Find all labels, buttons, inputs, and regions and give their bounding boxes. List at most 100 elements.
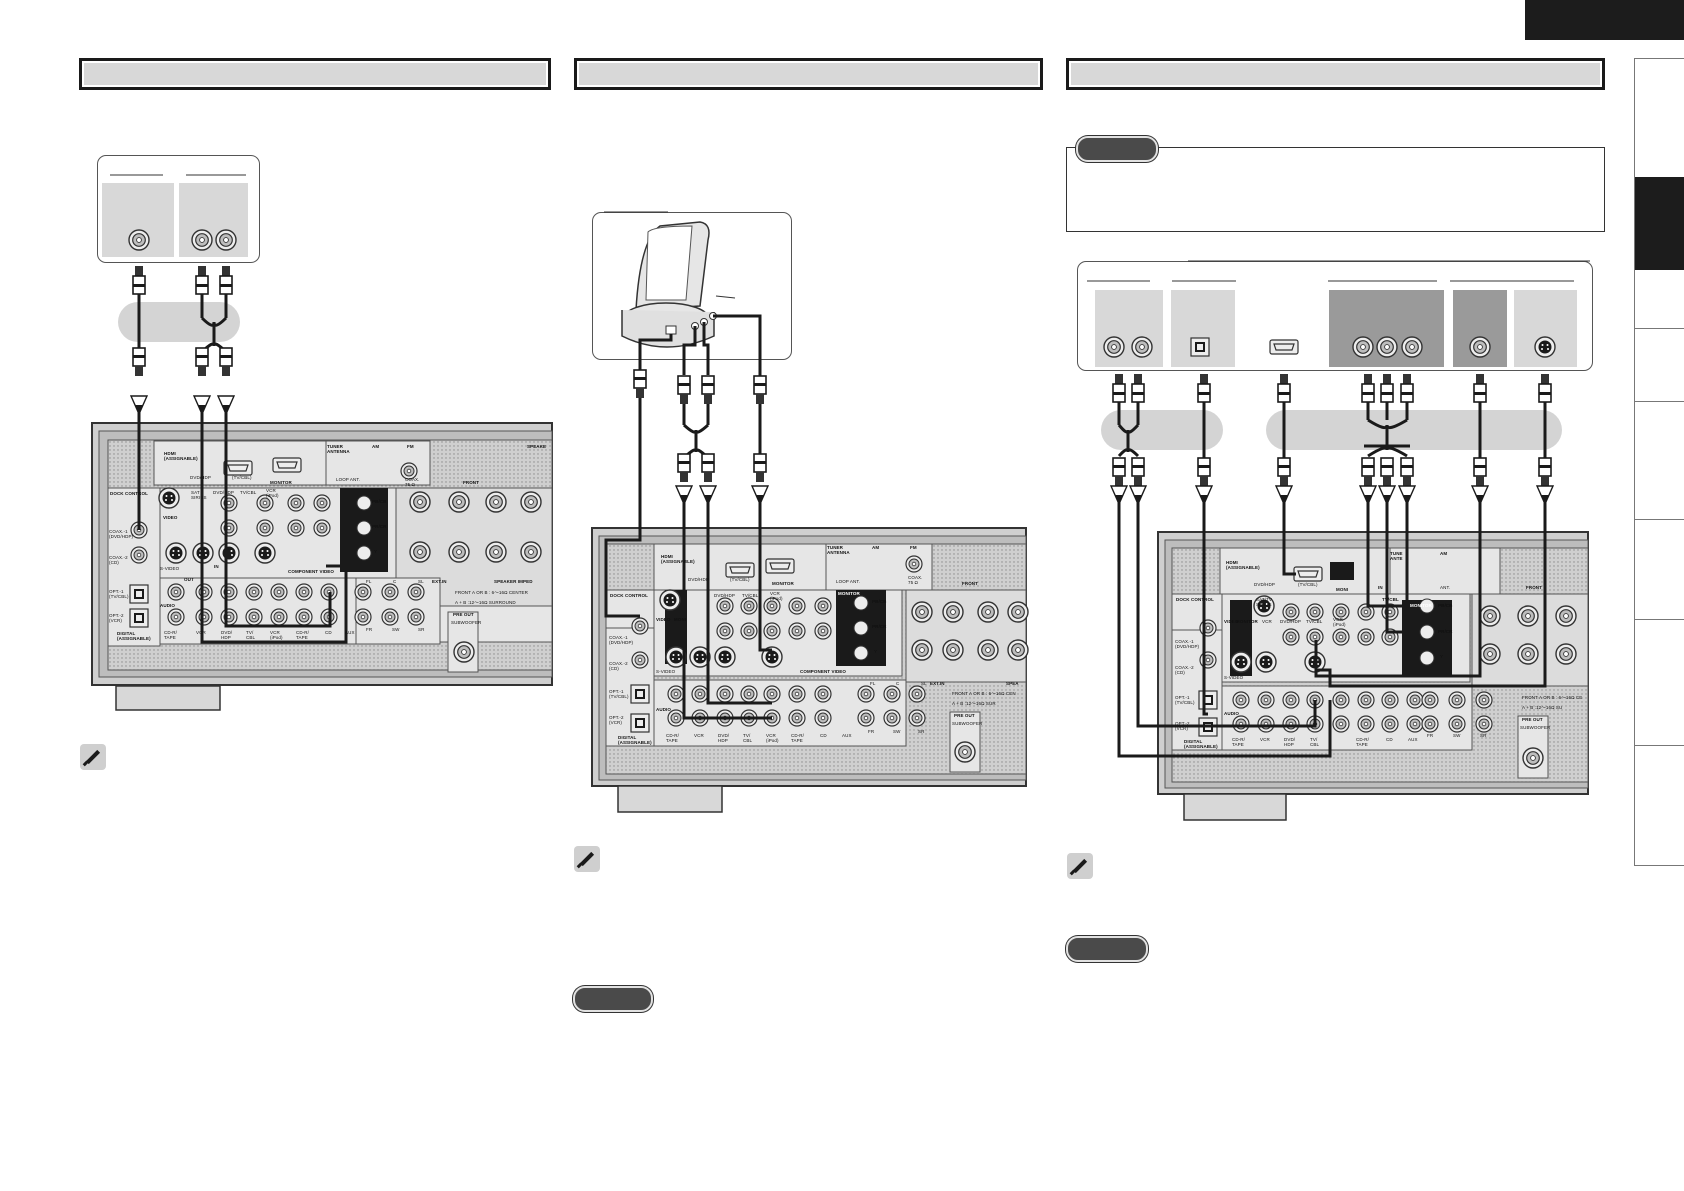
diagram-3: [1087, 260, 1590, 821]
pencil-icon: [1067, 853, 1093, 879]
label-prcr: PR/CR: [372, 524, 387, 529]
side-tab-4[interactable]: [1635, 328, 1684, 402]
label-tv: (TV/CBL): [730, 577, 750, 582]
label-video: VIDEO: [656, 617, 671, 622]
label-tuner: TUNE ANTE: [1390, 551, 1403, 561]
label-speaker-imp2: A + B :12～16Ω SURROUND: [455, 600, 516, 605]
label-fr: FR: [366, 627, 373, 632]
label-extin: EXT.IN: [432, 579, 447, 584]
label-prcr: PR/CR: [872, 624, 887, 629]
label-speaker-imp-head: SPEAKER IMPED: [494, 579, 533, 584]
label-front: FRONT: [1526, 585, 1542, 590]
diagram-2: [591, 211, 1029, 813]
label-coax: COAX. 75 Ω: [405, 477, 420, 487]
label-speaker-head: SPEA: [1006, 681, 1019, 686]
label-dock: DOCK CONTROL: [610, 593, 648, 598]
ipod-dock: [604, 211, 736, 348]
label-front: FRONT: [463, 480, 479, 485]
label-coax2: COAX.-2 (CD): [109, 555, 128, 565]
label-dvd: DVD/HDP: [190, 475, 211, 480]
label-tv2: TV/ CBL: [246, 630, 256, 640]
side-tab-7[interactable]: [1635, 619, 1684, 746]
label-svideo: S-VIDEO: [160, 566, 180, 571]
label-tvcbl: TV/CBL: [1306, 619, 1323, 624]
label-cdr2: CD-R/ TAPE: [296, 630, 309, 640]
label-fr: FR: [1427, 733, 1434, 738]
side-tab-6[interactable]: [1635, 519, 1684, 620]
label-tv: (TV/CBL): [232, 475, 252, 480]
label-component: COMPONENT VIDEO: [288, 569, 335, 574]
section-header-2: [574, 58, 1043, 90]
side-tab-5[interactable]: [1635, 401, 1684, 520]
label-dvd2: DVD/ HDP: [221, 630, 233, 640]
label-pbcb: PB/CB: [372, 499, 387, 504]
label-dvdhdp: DVD/HDP: [1280, 619, 1301, 624]
section-header-1: [79, 58, 551, 90]
label-speaker-imp1: FRONT A OR B : 6～16Ω CE: [1522, 695, 1583, 700]
label-fm: FM: [407, 444, 414, 449]
label-monitor2: MONITOR: [1236, 619, 1258, 624]
label-opt2: OPT.-2 (VCR): [109, 613, 124, 623]
label-mon: MONITOR: [1410, 603, 1432, 608]
label-coax2: COAX.-2 (CD): [609, 661, 628, 671]
label-fl: FL: [366, 579, 372, 584]
label-aux: AUX: [345, 630, 355, 635]
label-cdr: CD-R/ TAPE: [1232, 737, 1245, 747]
section-header-3: [1066, 58, 1605, 90]
label-mon: MONITOR: [838, 591, 860, 596]
label-c: C: [896, 681, 900, 686]
label-audio: AUDIO: [656, 707, 671, 712]
label-coax2: COAX.-2 (CD): [1175, 665, 1194, 675]
label-sr: SR: [418, 627, 425, 632]
label-subwoofer: SUBWOOFER: [451, 620, 482, 625]
label-sw: SW: [392, 627, 400, 632]
label-vcr3: VCR (iPod): [270, 630, 283, 640]
label-preout: PRE OUT: [1522, 717, 1543, 722]
label-in: IN: [1378, 585, 1383, 590]
label-vcr2: VCR: [694, 733, 704, 738]
label-coax1: COAX.-1 (DVD/HDP): [609, 635, 634, 645]
side-tab-2-active[interactable]: [1635, 177, 1684, 270]
label-fr: FR: [868, 729, 875, 734]
label-video: VIDEO: [1224, 619, 1239, 624]
label-aux: AUX: [1408, 737, 1418, 742]
label-monitor: MONITOR: [270, 480, 292, 485]
label-y: Y: [874, 649, 878, 654]
label-dvd: DVD/HDP: [688, 577, 709, 582]
label-svideo: S-VIDEO: [656, 669, 676, 674]
label-speaker-imp2: A + B :12～16Ω SU: [1522, 705, 1563, 710]
label-pbcb: PB/CB: [872, 599, 887, 604]
label-svideo: S-VIDEO: [1224, 675, 1244, 680]
label-loop: LOOP ANT.: [836, 579, 861, 584]
label-sr: SR: [918, 729, 925, 734]
label-aux: AUX: [842, 733, 852, 738]
label-sr: SR: [1480, 733, 1487, 738]
label-cd: CD: [325, 630, 332, 635]
label-tvcbl: TV/CBL: [240, 490, 257, 495]
label-sw: SW: [893, 729, 901, 734]
label-tv2: TV/ CBL: [743, 733, 753, 743]
label-opt1: OPT.-1 (TV/CBL): [1175, 695, 1195, 705]
label-cdr: CD-R/ TAPE: [164, 630, 177, 640]
label-subwoofer: SUBWOOFER: [952, 721, 983, 726]
label-vcr: VCR: [1262, 619, 1272, 624]
label-am: AM: [372, 444, 380, 449]
label-opt1: OPT.-1 (TV/CBL): [109, 589, 129, 599]
label-coax1: COAX.-1 (DVD/HDP): [1175, 639, 1200, 649]
label-hdmi: HDMI (ASSIGNABLE): [164, 451, 198, 461]
label-tv2: TV/ CBL: [1310, 737, 1320, 747]
label-component: COMPONENT VIDEO: [800, 669, 847, 674]
label-cd: CD: [1386, 737, 1393, 742]
label-dvd: DVD/HDP: [1254, 582, 1275, 587]
label-loop: LOOP ANT.: [336, 477, 361, 482]
label-opt2: OPT.-2 (VCR): [609, 715, 624, 725]
label-opt1: OPT.-1 (TV/CBL): [609, 689, 629, 699]
label-cdr2: CD-R/ TAPE: [1356, 737, 1369, 747]
label-preout: PRE OUT: [453, 612, 474, 617]
label-speaker-imp1: FRONT A OR B : 6～16Ω CENTER: [455, 590, 528, 595]
label-preout: PRE OUT: [954, 713, 975, 718]
label-dvdhdp: DVD/HDP: [213, 490, 234, 495]
side-tab-3[interactable]: [1635, 270, 1684, 329]
label-fm: FM: [910, 545, 917, 550]
